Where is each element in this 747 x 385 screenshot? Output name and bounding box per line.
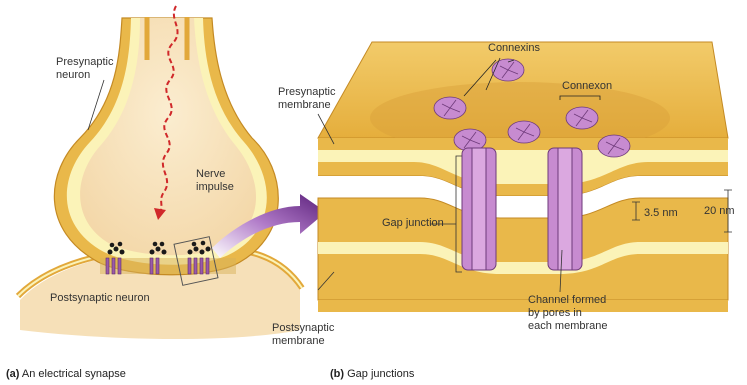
channel-label-line2: by pores in (528, 307, 608, 320)
channel-pair-right (548, 148, 582, 270)
nerve-impulse-label-line1: Nerve (196, 168, 234, 181)
connexins-label: Connexins (488, 42, 540, 55)
channel-label: Channel formed by pores in each membrane (528, 294, 608, 333)
gap-junction-label: Gap junction (382, 217, 444, 230)
postsynaptic-neuron-label: Postsynaptic neuron (50, 292, 150, 305)
caption-a: (a) An electrical synapse (6, 368, 126, 380)
caption-a-text: An electrical synapse (19, 368, 125, 380)
channel-pair-left (462, 148, 496, 270)
presynaptic-neuron-label-line2: neuron (56, 69, 113, 82)
caption-b: (b) Gap junctions (330, 368, 414, 380)
nerve-impulse-label: Nerve impulse (196, 168, 234, 194)
presynaptic-membrane-label: Presynaptic membrane (278, 86, 335, 112)
gap-width-label: 3.5 nm (644, 207, 678, 220)
presynaptic-membrane-label-line2: membrane (278, 99, 335, 112)
presynaptic-neuron-label-line1: Presynaptic (56, 56, 113, 69)
channel-label-line3: each membrane (528, 320, 608, 333)
postsynaptic-membrane-label: Postsynaptic membrane (272, 322, 334, 348)
postsynaptic-membrane-label-line2: membrane (272, 335, 334, 348)
nerve-impulse-label-line2: impulse (196, 181, 234, 194)
postsynaptic-membrane-label-line1: Postsynaptic (272, 322, 334, 335)
channel-label-line1: Channel formed (528, 294, 608, 307)
caption-a-letter: (a) (6, 368, 19, 380)
total-width-label: 20 nm (704, 205, 735, 218)
caption-b-text: Gap junctions (344, 368, 414, 380)
caption-b-letter: (b) (330, 368, 344, 380)
connexon-label: Connexon (562, 80, 612, 93)
panel-b-gap-junctions (318, 42, 732, 312)
presynaptic-neuron-label: Presynaptic neuron (56, 56, 113, 82)
presynaptic-membrane-label-line1: Presynaptic (278, 86, 335, 99)
